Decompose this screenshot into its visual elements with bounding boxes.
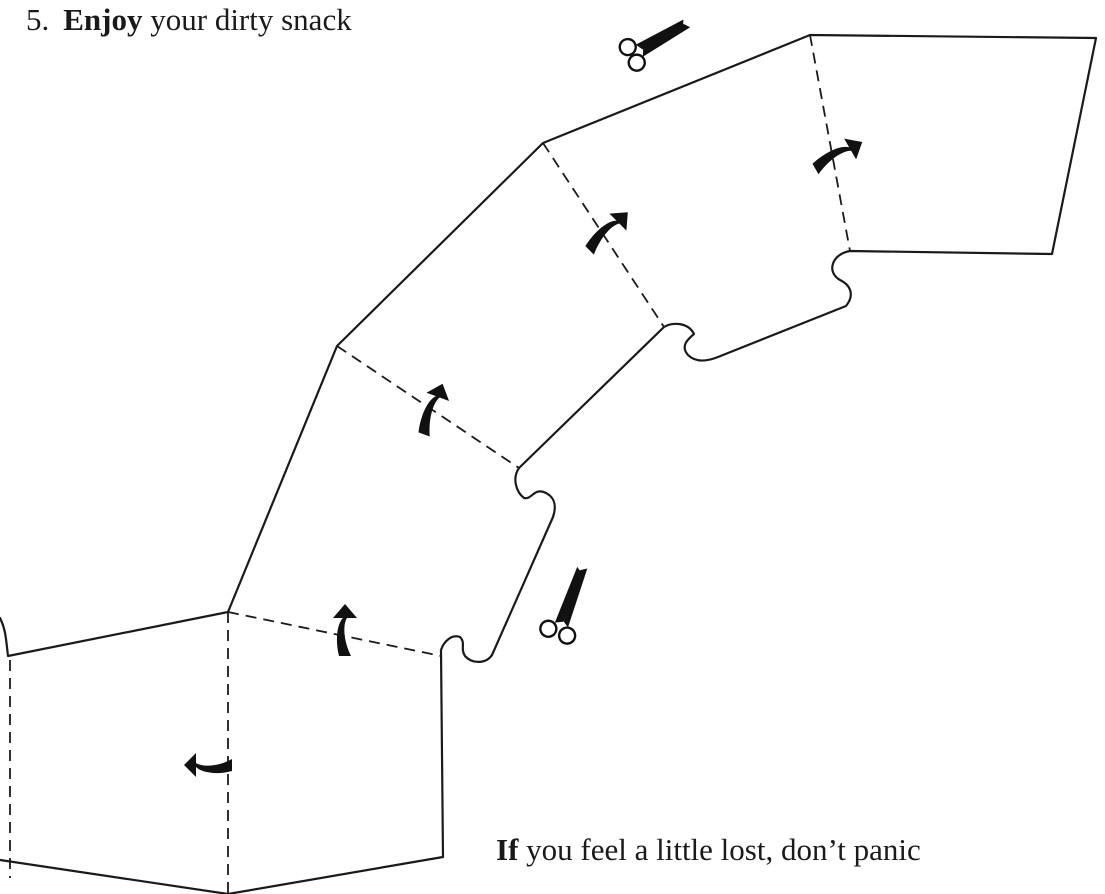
scissors-icon: [618, 19, 691, 72]
step-bold-word: Enjoy: [63, 2, 143, 37]
note-bold-word: If: [496, 832, 519, 867]
fold-arrow-icon: [812, 138, 863, 175]
step-text: your dirty snack: [150, 2, 352, 37]
fold-arrow-icon: [585, 212, 628, 255]
note-text: you feel a little lost, don’t panic: [526, 832, 921, 867]
step-number: 5.: [26, 2, 50, 37]
fold-line-top: [809, 34, 851, 252]
help-note: If you feel a little lost, don’t panic: [496, 826, 921, 874]
fold-arrow-icon: [184, 753, 232, 777]
fold-line-bottom: [227, 611, 442, 657]
scissors-icon: [539, 566, 588, 645]
cut-outline: [226, 33, 1098, 894]
fold-arrow-icon: [333, 604, 357, 656]
fold-arrow-icon: [418, 383, 450, 437]
step-heading: 5. Enjoy your dirty snack: [26, 0, 352, 44]
left-panel-outline: [0, 610, 230, 894]
